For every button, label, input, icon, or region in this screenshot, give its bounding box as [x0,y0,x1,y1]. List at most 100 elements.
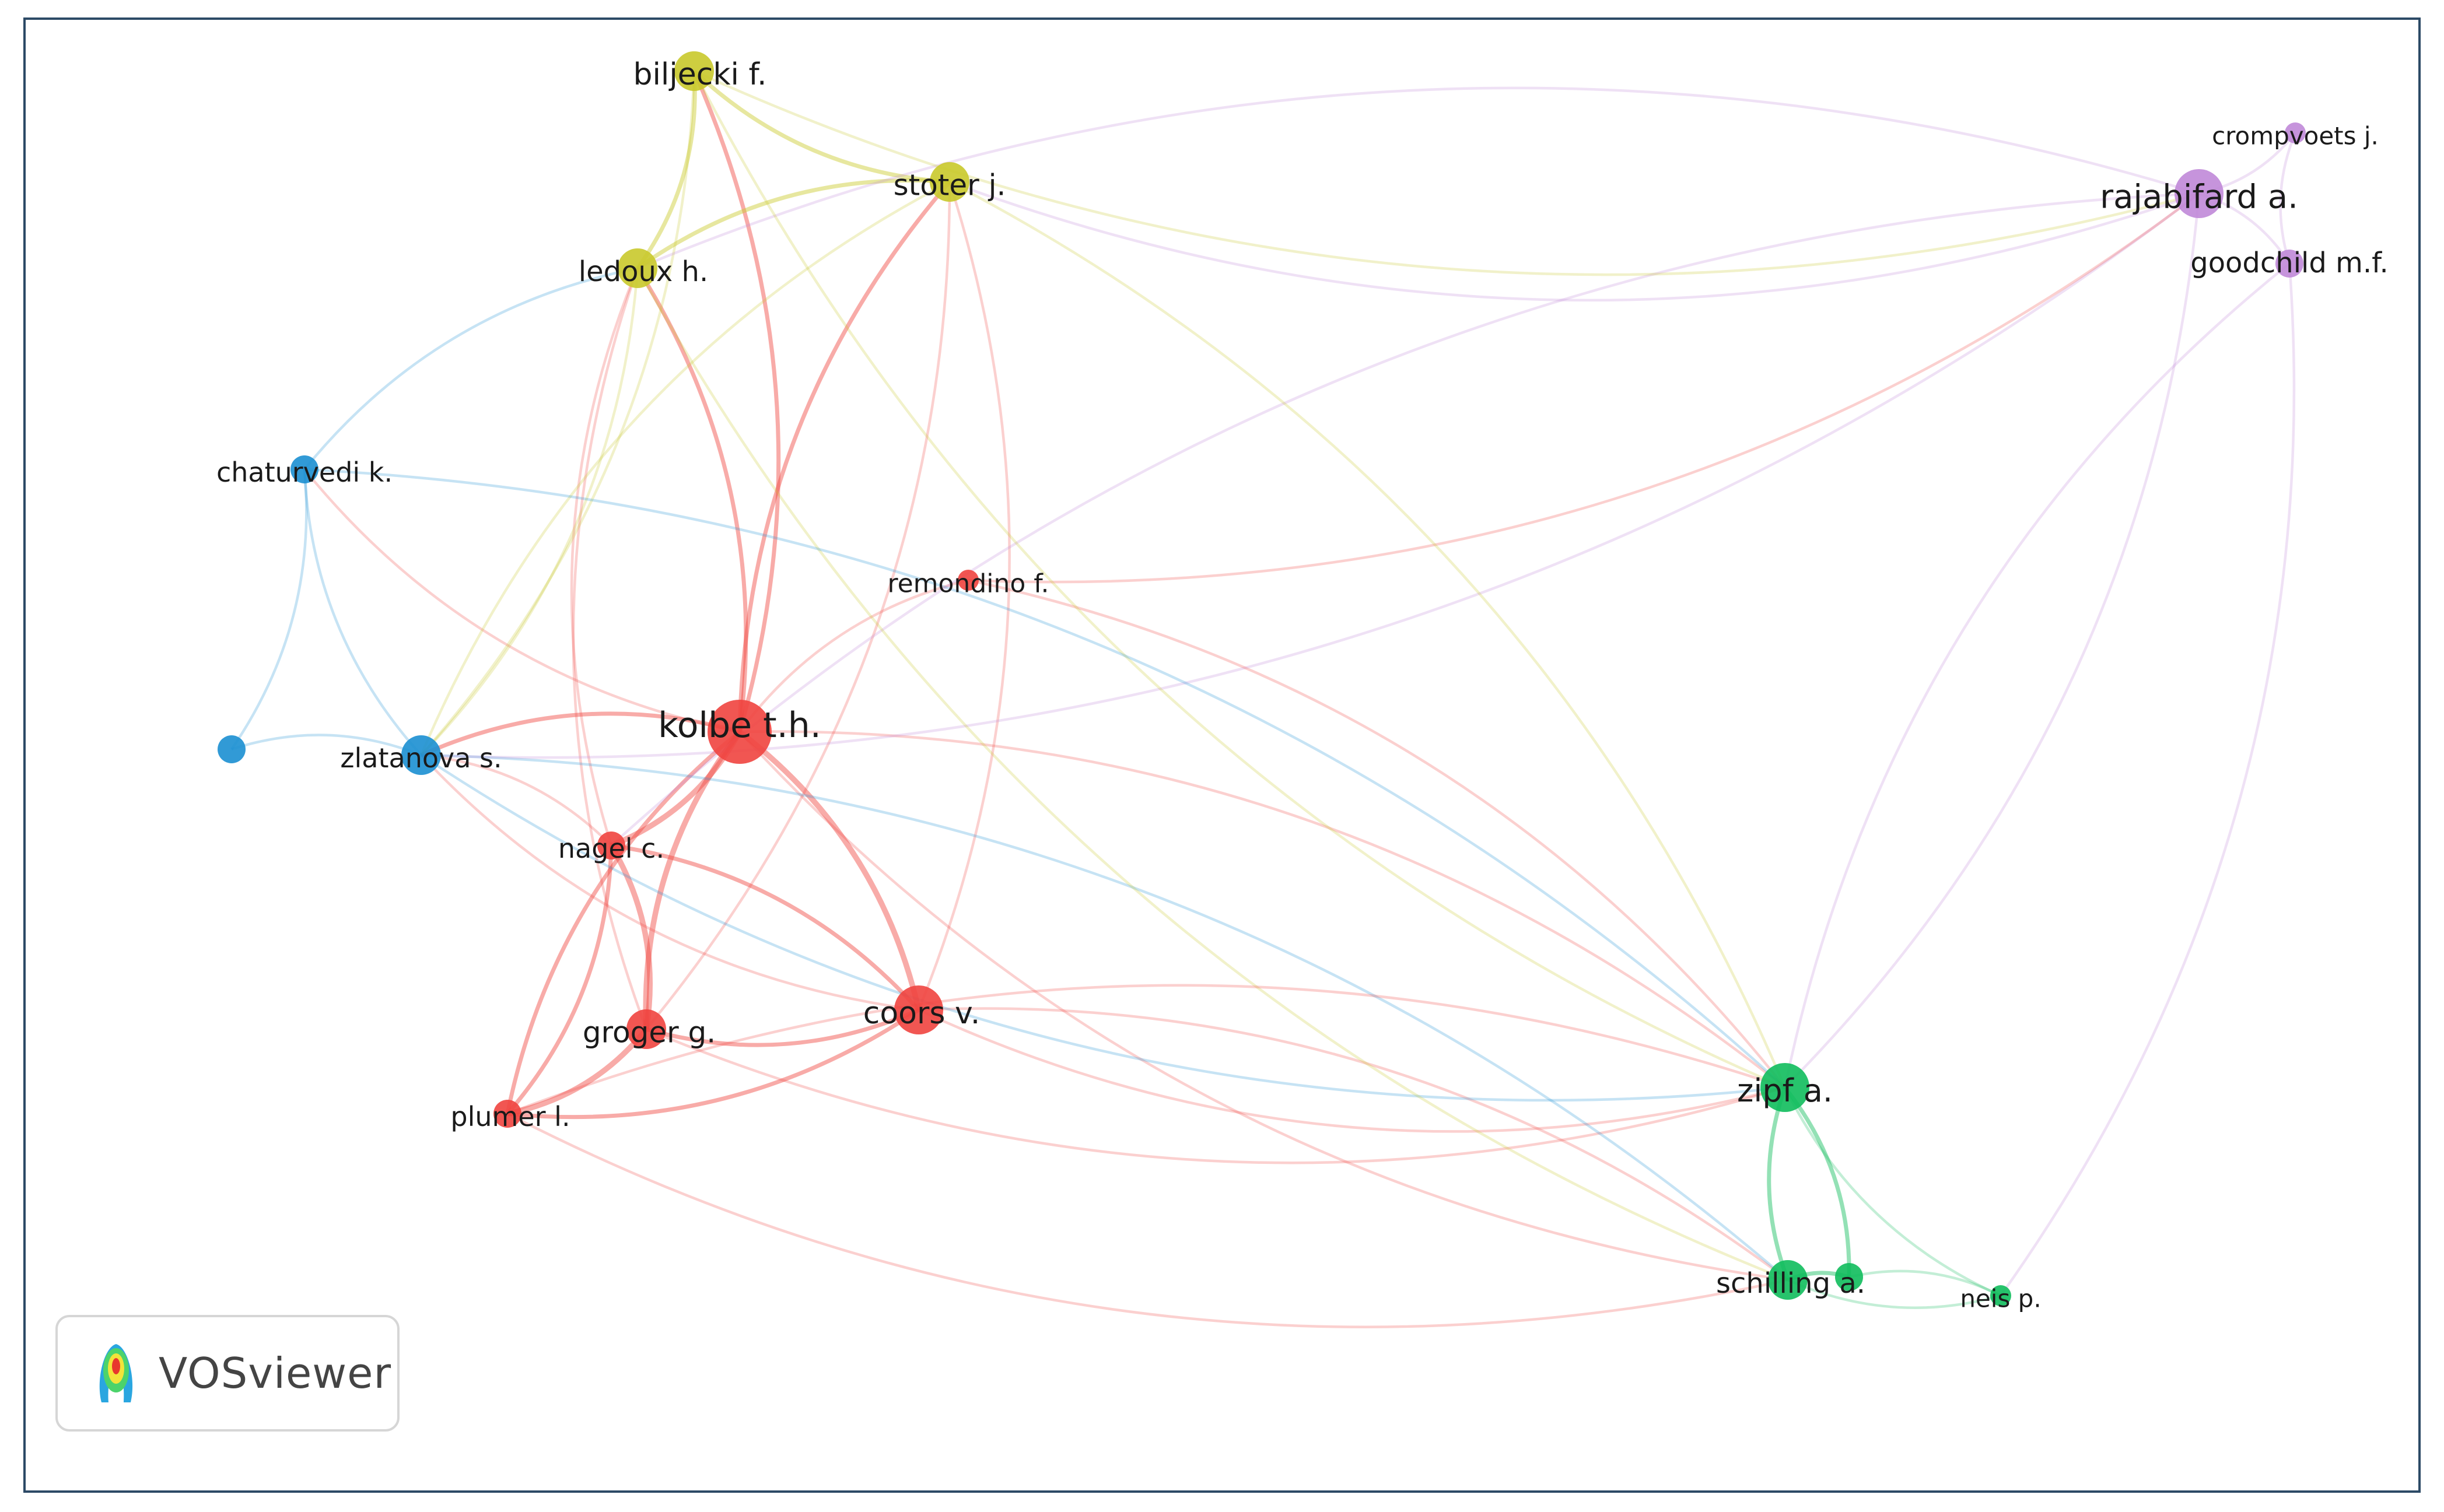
label-plumer[interactable]: plumer l. [450,1101,570,1132]
node-nagel[interactable] [597,832,625,860]
node-goodchild[interactable] [2275,250,2303,278]
link-stoter-zlatanova [419,181,951,756]
link-nagel-ledoux [570,268,639,846]
node-schilling[interactable] [1768,1260,1808,1300]
link-biljecki-zlatanova [420,71,696,756]
node-blue_unlabeled[interactable] [218,735,246,763]
link-biljecki-ledoux [636,71,697,270]
link-plumer-zipf [507,984,1785,1115]
link-chaturvedi-blue_unlabeled [230,469,308,750]
link-goodchild-zipf [1783,262,2291,1088]
link-stoter-ledoux [636,178,950,270]
nodes-layer [218,51,2306,1306]
label-remondino[interactable]: remondino f. [887,569,1049,598]
label-nagel[interactable]: nagel c. [558,833,664,864]
link-green_unlabeled-neis [1848,1269,2002,1297]
link-coors-groger [646,1008,920,1047]
link-ledoux-zlatanova [420,268,639,756]
link-rajabifard-ledoux [637,86,2200,270]
link-rajabifard-stoter [949,180,2200,302]
link-plumer-schilling [506,1112,1788,1328]
link-zipf-green_unlabeled [1783,1086,1851,1278]
node-neis[interactable] [1990,1285,2011,1306]
node-crompvoets[interactable] [2285,122,2306,143]
link-kolbe-groger [643,730,742,1030]
link-remondino-rajabifard [968,192,2200,584]
link-ledoux-schilling [636,267,1788,1282]
link-nagel-plumer [506,845,614,1115]
link-remondino-zipf [968,578,1786,1089]
node-groger[interactable] [626,1009,666,1049]
label-biljecki[interactable]: biljecki f. [633,57,766,92]
label-kolbe[interactable]: kolbe t.h. [658,705,821,746]
node-rajabifard[interactable] [2175,169,2224,218]
link-coors-zlatanova [420,754,919,1012]
link-coors-nagel [611,843,920,1012]
link-biljecki-zipf [692,70,1785,1089]
link-kolbe-biljecki [692,70,781,732]
label-rajabifard[interactable]: rajabifard a. [2100,178,2298,216]
label-crompvoets[interactable]: crompvoets j. [2212,122,2379,150]
label-groger[interactable]: groger g. [583,1016,716,1050]
link-rajabifard-nagel [610,192,2200,847]
link-kolbe-coors [738,729,922,1011]
link-kolbe-ledoux [636,267,748,732]
link-groger-stoter [645,181,951,1030]
link-chaturvedi-zipf [304,468,1786,1089]
link-stoter-zipf [948,181,1787,1088]
link-zlatanova-blue_unlabeled [231,734,422,757]
node-chaturvedi[interactable] [290,455,318,483]
label-chaturvedi[interactable]: chaturvedi k. [216,457,393,488]
link-chaturvedi-ledoux [303,266,638,471]
node-biljecki[interactable] [674,51,714,91]
link-coors-schilling [918,1007,1789,1281]
labels-layer: kolbe t.h. coors v. groger g. nagel c. plume… [216,57,2389,1313]
link-zipf-schilling [1767,1086,1790,1281]
node-zlatanova[interactable] [401,735,441,775]
node-zipf[interactable] [1760,1063,1809,1112]
link-chaturvedi-zlatanova [303,469,422,756]
links-layer [230,69,2297,1328]
link-kolbe-remondino [738,578,969,733]
link-zipf-neis [1783,1087,2001,1297]
node-plumer[interactable] [493,1100,521,1128]
link-zlatanova-zipf [420,754,1785,1102]
node-coors[interactable] [894,985,943,1034]
link-kolbe-schilling [738,731,1788,1282]
label-schilling[interactable]: schilling a. [1716,1267,1865,1300]
label-goodchild[interactable]: goodchild m.f. [2190,247,2389,279]
link-groger-zipf [646,1027,1785,1164]
link-goodchild-neis [2000,263,2296,1297]
link-schilling-neis [1787,1278,2001,1309]
label-ledoux[interactable]: ledoux h. [579,255,708,288]
link-coors-stoter [917,181,1011,1011]
link-biljecki-stoter [692,69,950,184]
link-groger-ledoux [572,268,648,1030]
link-kolbe-stoter [737,180,951,732]
link-kolbe-plumer [505,730,741,1114]
label-neis[interactable]: neis p. [1960,1285,2041,1313]
link-kolbe-zlatanova [420,711,740,757]
label-zipf[interactable]: zipf a. [1737,1072,1833,1109]
link-rajabifard-zipf [1784,193,2201,1089]
link-nagel-zlatanova [421,753,612,847]
link-groger-plumer [507,1027,649,1117]
label-coors[interactable]: coors v. [863,996,980,1031]
node-green_unlabeled[interactable] [1835,1263,1863,1291]
link-kolbe-zipf [739,730,1786,1089]
vosviewer-badge[interactable]: VOSviewer [55,1315,400,1432]
node-stoter[interactable] [930,162,969,202]
node-kolbe[interactable] [708,700,772,764]
label-stoter[interactable]: stoter j. [894,169,1006,202]
link-coors-zipf [918,1008,1785,1133]
node-remondino[interactable] [958,570,979,591]
link-kolbe-chaturvedi [303,468,740,734]
vosviewer-wordmark: VOSviewer [159,1349,392,1398]
link-biljecki-rajabifard [694,69,2200,276]
label-zlatanova[interactable]: zlatanova s. [340,742,502,774]
node-ledoux[interactable] [618,248,657,288]
link-crompvoets-goodchild [2279,132,2297,264]
link-zlatanova-schilling [421,753,1789,1281]
link-coors-plumer [507,1008,920,1120]
